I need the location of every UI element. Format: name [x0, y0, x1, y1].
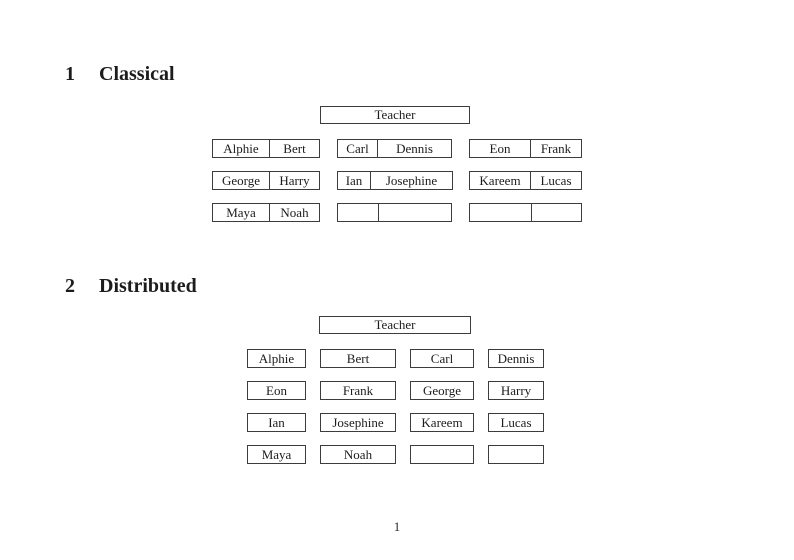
section-title: Classical	[99, 63, 175, 85]
desk-seat: Maya	[213, 204, 270, 221]
desk-seat-empty	[470, 204, 532, 221]
desk-seat: Carl	[338, 140, 378, 157]
desk-seat: Dennis	[396, 140, 433, 156]
classical-desk: Carl Dennis	[337, 139, 452, 158]
desk-seat: George	[213, 172, 270, 189]
desk-seat-empty	[379, 204, 451, 221]
classical-desk: George Harry	[212, 171, 320, 190]
distributed-teacher-box: Teacher	[319, 316, 471, 334]
desk-seat: Eon	[470, 140, 531, 157]
section-number: 1	[65, 63, 75, 85]
distributed-seat: Frank	[320, 381, 396, 400]
desk-seat: Harry	[279, 172, 310, 188]
desk-seat: Lucas	[540, 172, 572, 188]
desk-seat: Kareem	[470, 172, 531, 189]
desk-seat: Frank	[540, 140, 572, 156]
classical-teacher-box: Teacher	[320, 106, 470, 124]
distributed-seat: Alphie	[247, 349, 306, 368]
distributed-seat: Carl	[410, 349, 474, 368]
classical-desk-empty	[469, 203, 582, 222]
distributed-seat-empty	[488, 445, 544, 464]
distributed-seat: George	[410, 381, 474, 400]
distributed-seat: Kareem	[410, 413, 474, 432]
distributed-seat: Ian	[247, 413, 306, 432]
desk-seat: Bert	[283, 140, 306, 156]
distributed-seat-empty	[410, 445, 474, 464]
classical-desk-empty	[337, 203, 452, 222]
desk-seat-empty	[338, 204, 379, 221]
distributed-seat: Lucas	[488, 413, 544, 432]
section-heading-distributed: 2 Distributed	[65, 274, 197, 298]
distributed-seat: Noah	[320, 445, 396, 464]
distributed-seat: Josephine	[320, 413, 396, 432]
classical-desk: Alphie Bert	[212, 139, 320, 158]
classical-desk: Kareem Lucas	[469, 171, 582, 190]
distributed-seat: Harry	[488, 381, 544, 400]
teacher-label: Teacher	[374, 317, 416, 332]
distributed-seat: Eon	[247, 381, 306, 400]
section-title: Distributed	[99, 275, 197, 297]
classical-desk: Eon Frank	[469, 139, 582, 158]
desk-seat: Alphie	[213, 140, 270, 157]
distributed-seat: Bert	[320, 349, 396, 368]
desk-seat: Noah	[280, 204, 309, 220]
distributed-seat: Maya	[247, 445, 306, 464]
desk-seat: Ian	[338, 172, 371, 189]
classical-desk: Ian Josephine	[337, 171, 453, 190]
desk-seat-empty	[532, 204, 581, 221]
page-number: 1	[393, 519, 401, 534]
section-heading-classical: 1 Classical	[65, 62, 175, 86]
teacher-label: Teacher	[374, 107, 416, 122]
desk-seat: Josephine	[385, 172, 438, 188]
classical-desk: Maya Noah	[212, 203, 320, 222]
section-number: 2	[65, 275, 75, 297]
distributed-seat: Dennis	[488, 349, 544, 368]
